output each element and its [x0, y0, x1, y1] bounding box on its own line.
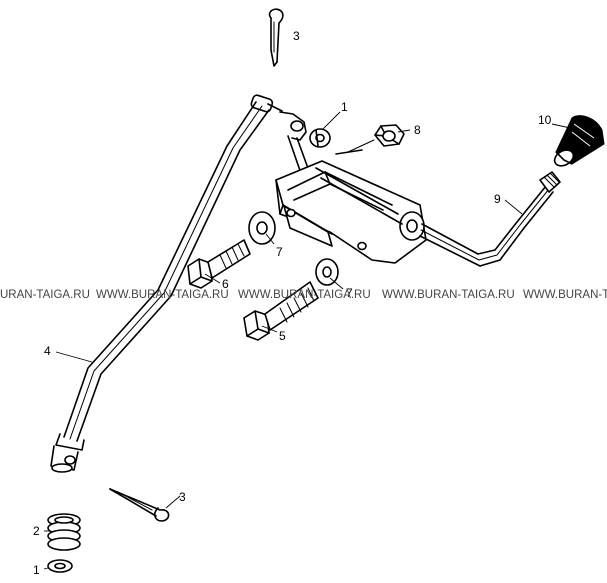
watermark-text: WWW.BURAN-TAIGA.RU [382, 289, 515, 301]
mounting-bracket [275, 160, 427, 264]
watermark-strip: URAN-TAIGA.RU WWW.BURAN-TAIGA.RU WWW.BUR… [0, 289, 607, 301]
watermark-text: WWW.BURAN-T [523, 289, 607, 301]
callout-cotter-pin-top: 3 [293, 29, 300, 43]
bolt-upper [187, 239, 251, 289]
callout-shift-knob: 10 [538, 113, 552, 127]
callout-spring: 2 [33, 524, 40, 538]
spring [47, 513, 81, 551]
gear-lever [419, 171, 561, 267]
watermark-text: WWW.BURAN-TAIGA.RU [238, 289, 371, 301]
callout-hex-nut: 8 [414, 123, 421, 137]
shaft [315, 139, 403, 225]
washer-lower [315, 258, 339, 286]
hex-nut [374, 124, 405, 147]
bolt-lower [243, 281, 319, 341]
washer-upper [248, 211, 276, 245]
callout-gear-lever: 9 [494, 192, 501, 206]
watermark-text: WWW.BURAN-TAIGA.RU [96, 289, 229, 301]
cotter-pin-bottom [109, 488, 170, 522]
callout-washer-top: 1 [341, 100, 348, 114]
callout-cotter-pin-bottom: 3 [179, 490, 186, 504]
cotter-pin-top [268, 8, 284, 67]
callout-shift-rod: 4 [44, 344, 51, 358]
leader-lines [43, 111, 571, 570]
washer-top [309, 128, 331, 148]
shift-rod [50, 94, 283, 473]
callout-washer-upper: 7 [276, 245, 283, 259]
watermark-text: URAN-TAIGA.RU [0, 289, 90, 301]
washer-bottom [47, 559, 73, 573]
callout-bolt-upper: 6 [222, 277, 229, 291]
callout-bolt-lower: 5 [279, 329, 286, 343]
lever-arm [279, 111, 314, 186]
callout-washer-bottom: 1 [33, 563, 40, 577]
callout-washer-lower: 7 [346, 286, 353, 300]
shift-knob [553, 115, 605, 167]
